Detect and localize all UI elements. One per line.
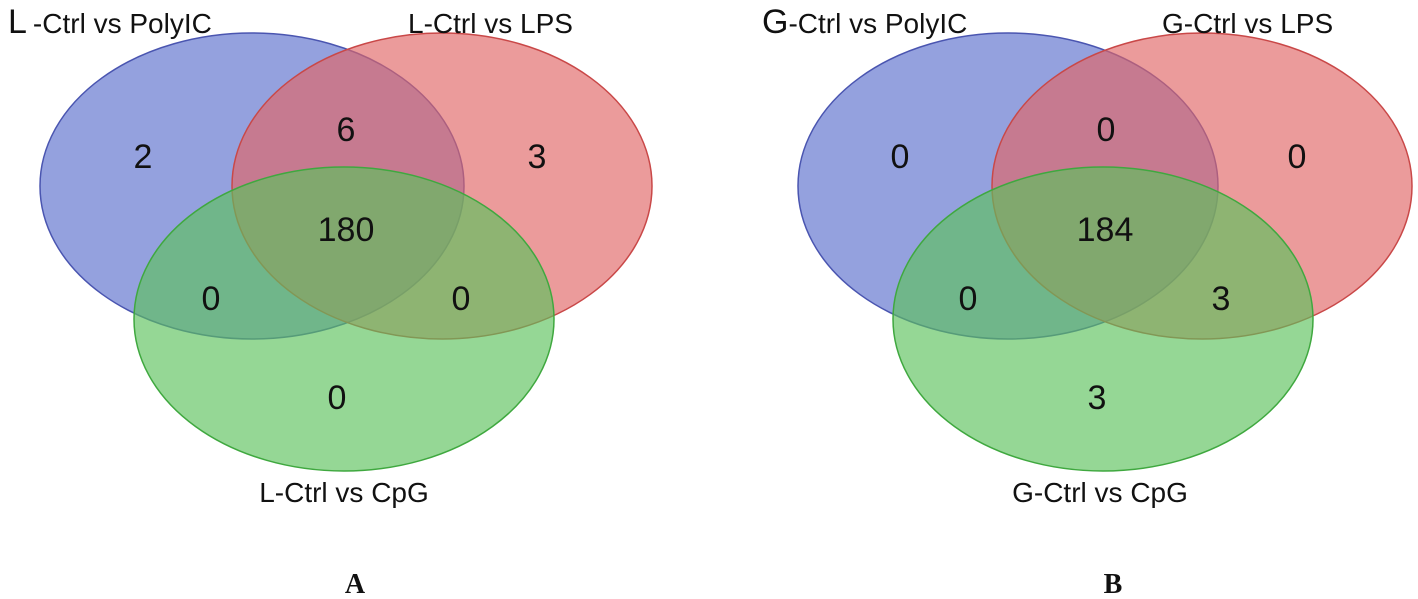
count-polyic-only: 0 xyxy=(891,138,910,176)
panel-label-b: B xyxy=(1104,569,1123,599)
count-all-three: 184 xyxy=(1077,211,1134,249)
set-label-cpg: G-Ctrl vs CpG xyxy=(1012,477,1188,508)
set-circle-cpg xyxy=(892,166,1314,472)
count-polyic-cpg: 0 xyxy=(202,280,221,318)
count-cpg-only: 0 xyxy=(328,379,347,417)
set-label-polyic: G-Ctrl vs PolyIC xyxy=(762,3,967,41)
set-label-cpg: L-Ctrl vs CpG xyxy=(259,477,429,508)
count-polyic-only: 2 xyxy=(134,138,153,176)
count-polyic-cpg: 0 xyxy=(959,280,978,318)
set-circle-cpg xyxy=(133,166,555,472)
venn-panel-b: G-Ctrl vs PolyIC G-Ctrl vs LPS G-Ctrl vs… xyxy=(762,3,1413,599)
count-lps-only: 3 xyxy=(528,138,547,176)
set-label-lps: L-Ctrl vs LPS xyxy=(408,8,573,39)
count-lps-only: 0 xyxy=(1288,138,1307,176)
count-polyic-lps: 0 xyxy=(1097,111,1116,149)
panel-label-a: A xyxy=(345,569,366,599)
set-label-lps: G-Ctrl vs LPS xyxy=(1162,8,1333,39)
count-lps-cpg: 0 xyxy=(452,280,471,318)
count-polyic-lps: 6 xyxy=(337,111,356,149)
count-lps-cpg: 3 xyxy=(1212,280,1231,318)
count-all-three: 180 xyxy=(318,211,375,249)
venn-panel-a: L-Ctrl vs PolyIC L-Ctrl vs LPS L-Ctrl vs… xyxy=(8,3,653,599)
count-cpg-only: 3 xyxy=(1088,379,1107,417)
set-label-polyic: L-Ctrl vs PolyIC xyxy=(8,3,212,41)
